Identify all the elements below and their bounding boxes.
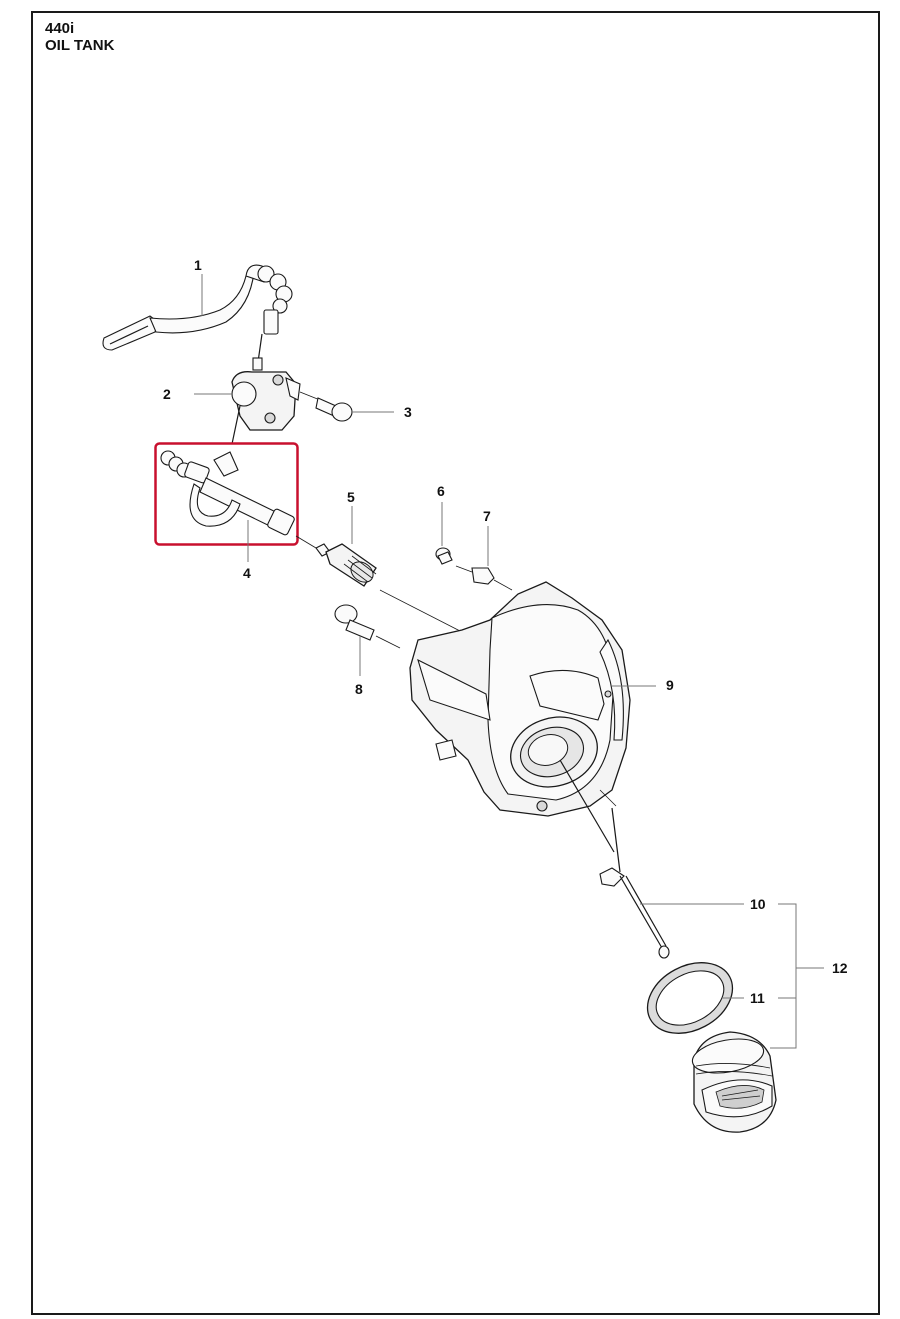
part-2-oil-pump[interactable] xyxy=(231,333,301,445)
part-9-oil-tank[interactable] xyxy=(409,581,631,817)
diagram-title: OIL TANK xyxy=(45,37,115,54)
callout-1: 1 xyxy=(194,257,202,273)
part-11-gasket[interactable] xyxy=(635,949,745,1048)
page-frame xyxy=(31,11,880,1315)
part-6-plug[interactable] xyxy=(435,547,453,565)
callout-12: 12 xyxy=(832,960,848,976)
part-5-oil-filter[interactable] xyxy=(315,543,377,587)
callout-9: 9 xyxy=(666,677,674,693)
callout-10: 10 xyxy=(750,896,766,912)
bracket-12 xyxy=(770,903,824,1049)
part-4-hose[interactable] xyxy=(160,450,295,536)
callout-11: 11 xyxy=(750,990,765,1006)
callout-5: 5 xyxy=(347,489,355,505)
callout-4: 4 xyxy=(243,565,251,581)
callout-6: 6 xyxy=(437,483,445,499)
part-1-oil-hose[interactable] xyxy=(102,264,293,351)
model-label: 440i xyxy=(45,20,75,37)
part-8-bolt[interactable] xyxy=(334,604,401,649)
filter-to-tank-line xyxy=(379,589,463,633)
callout-3: 3 xyxy=(404,404,412,420)
hose-to-filter-line xyxy=(295,535,317,549)
part-3-screw[interactable] xyxy=(299,391,353,422)
oil-cap[interactable] xyxy=(690,1031,777,1133)
callout-7: 7 xyxy=(483,508,491,524)
diagram-header: 440i OIL TANK xyxy=(45,20,114,54)
part-10-strap[interactable] xyxy=(559,759,670,959)
callout-2: 2 xyxy=(163,386,171,402)
part-7-valve[interactable] xyxy=(455,565,513,591)
callout-8: 8 xyxy=(355,681,363,697)
highlight-box-part-4 xyxy=(154,442,299,546)
